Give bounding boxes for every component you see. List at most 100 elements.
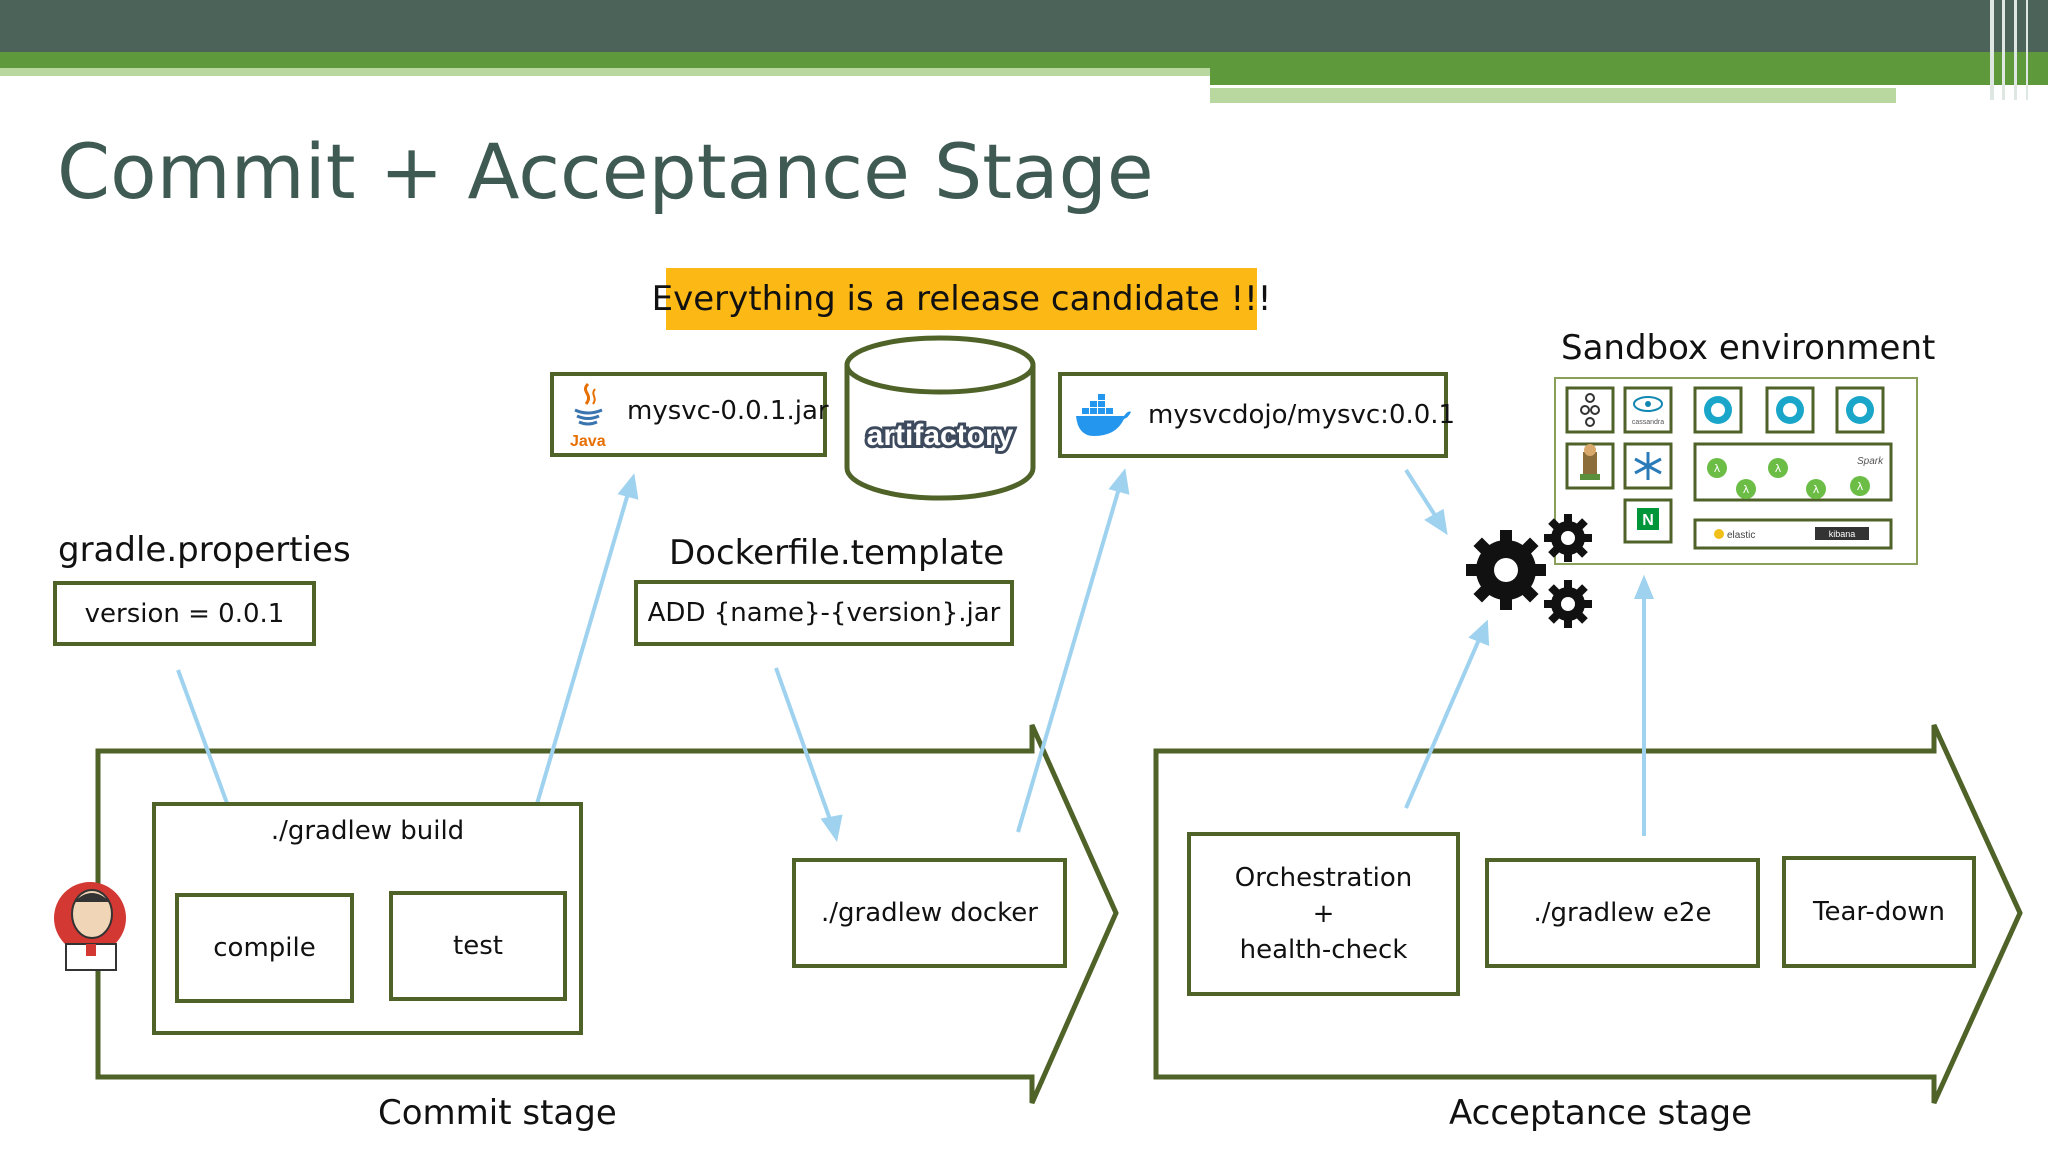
arrow-head	[1468, 619, 1490, 647]
gradlew-e2e-label: ./gradlew e2e	[1533, 898, 1712, 928]
tile-gear-3	[1835, 386, 1885, 434]
docker-icon	[1076, 394, 1131, 436]
gradlew-e2e-box: ./gradlew e2e	[1485, 858, 1760, 968]
flow-arrows	[176, 468, 1654, 842]
acceptance-stage-label: Acceptance stage	[1449, 1093, 1753, 1133]
jenkins-hair	[74, 893, 110, 902]
teardown-box: Tear-down	[1782, 856, 1976, 968]
arrow-orchestration-to-gears	[1404, 634, 1483, 809]
release-candidate-banner: Everything is a release candidate !!!	[652, 268, 1271, 330]
arrow-head	[1108, 468, 1130, 495]
orchestration-line-2: +	[1312, 899, 1335, 929]
lambda-glyphs: λ λ λ λ λ	[1714, 462, 1864, 496]
sandbox-environment-diagram: cassandra λ λ λ λ λ Spark	[1554, 377, 1918, 565]
snowflake-icon	[1634, 452, 1662, 480]
compile-label: compile	[213, 933, 316, 963]
kibana-text: kibana	[1829, 529, 1856, 539]
acceptance-stage-chevron	[1153, 723, 2023, 1105]
arrow-build-to-jar	[525, 489, 631, 839]
arrow-dockerfile-to-docker	[774, 667, 834, 826]
header-green-band-right	[1210, 52, 2048, 85]
cassandra-text: cassandra	[1632, 419, 1664, 426]
header-stripe	[2002, 0, 2005, 100]
nginx-letter: N	[1642, 512, 1654, 529]
gears-icon	[1466, 514, 1592, 628]
cylinder-top	[844, 335, 1036, 395]
slide-title: Commit + Acceptance Stage	[57, 127, 1154, 216]
tile-nginx	[1623, 498, 1673, 544]
header-stripe	[2014, 0, 2017, 100]
header-dark-band	[0, 0, 2048, 52]
elastic-icon	[1714, 529, 1724, 539]
gear-centers	[1711, 403, 1867, 417]
jenkins-tie	[86, 944, 96, 956]
header-band	[0, 0, 2048, 103]
dockerfile-content-text: ADD {name}-{version}.jar	[647, 598, 1001, 628]
zookeeper-icon	[1580, 444, 1600, 480]
sandbox-label: Sandbox environment	[1561, 328, 1936, 368]
orchestration-box: Orchestration + health-check	[1187, 832, 1460, 996]
nginx-icon	[1637, 508, 1659, 530]
lambda-glyph: λ	[1743, 483, 1750, 496]
java-steam	[583, 382, 591, 405]
lambda-glyph: λ	[1714, 462, 1721, 475]
docker-image-box: mysvcdojo/mysvc:0.0.1	[1058, 372, 1455, 458]
lambda-icon	[1707, 458, 1870, 499]
arrow-head	[820, 814, 843, 842]
java-steam	[592, 388, 596, 405]
lambda-glyph: λ	[1813, 483, 1820, 496]
gear-large-hole	[1494, 558, 1518, 582]
header-light-band-right	[1210, 88, 1896, 103]
gradlew-docker-box: ./gradlew docker	[792, 858, 1067, 968]
orchestration-line-3: health-check	[1239, 935, 1408, 965]
commit-stage-label: Commit stage	[378, 1093, 617, 1133]
header-stripe	[2026, 0, 2028, 100]
java-logo-text: Java	[570, 433, 606, 450]
arrow-head	[1424, 508, 1448, 536]
header-stripe	[1990, 0, 1994, 100]
teardown-label: Tear-down	[1813, 897, 1945, 927]
lambda-glyph: λ	[1857, 480, 1864, 493]
gradlew-docker-label: ./gradlew docker	[821, 898, 1038, 928]
test-box: test	[389, 891, 567, 1001]
elastic-text: elastic	[1727, 530, 1755, 541]
arrow-head	[1634, 574, 1654, 599]
docker-image-name: mysvcdojo/mysvc:0.0.1	[1148, 400, 1456, 430]
docker-containers	[1082, 394, 1113, 414]
commit-stage-chevron	[95, 723, 1119, 1105]
spark-icon: Spark	[1857, 456, 1884, 467]
kafka-icon	[1580, 393, 1600, 427]
gradlew-build-label: ./gradlew build	[270, 816, 465, 846]
docker-whale	[1076, 411, 1131, 436]
cylinder-body	[844, 365, 1036, 501]
artifactory-database-icon: artifactory	[844, 335, 1036, 501]
dockerfile-content-box: ADD {name}-{version}.jar	[634, 580, 1014, 646]
arrow-gradle-to-build	[176, 669, 237, 826]
compile-box: compile	[175, 893, 354, 1003]
test-label: test	[453, 931, 503, 961]
jar-artifact-box: Java mysvc-0.0.1.jar	[550, 372, 829, 457]
arrow-docker-to-image	[1016, 484, 1122, 833]
tile-kafka	[1565, 386, 1615, 434]
jar-name: mysvc-0.0.1.jar	[627, 396, 829, 426]
jenkins-icon	[54, 882, 126, 971]
orchestration-line-1: Orchestration	[1234, 863, 1413, 893]
arrow-head	[617, 473, 639, 500]
lambda-glyph: λ	[1775, 462, 1782, 475]
gradle-properties-label: gradle.properties	[58, 530, 351, 570]
dockerfile-label: Dockerfile.template	[669, 533, 1005, 573]
java-cup	[574, 408, 603, 426]
gear-small-top-hole	[1561, 531, 1575, 545]
gear-small-bottom-hole	[1561, 597, 1575, 611]
kibana-icon	[1815, 527, 1869, 540]
gradle-version-text: version = 0.0.1	[84, 598, 285, 629]
java-icon: Java	[570, 382, 606, 450]
header-light-band-left	[0, 68, 1210, 76]
cassandra-icon: cassandra	[1632, 396, 1664, 426]
gradle-version-box: version = 0.0.1	[53, 581, 316, 646]
arrow-image-to-gears	[1404, 468, 1440, 522]
header-green-band-left	[0, 52, 1210, 68]
artifactory-logo-text: artifactory	[867, 419, 1014, 452]
